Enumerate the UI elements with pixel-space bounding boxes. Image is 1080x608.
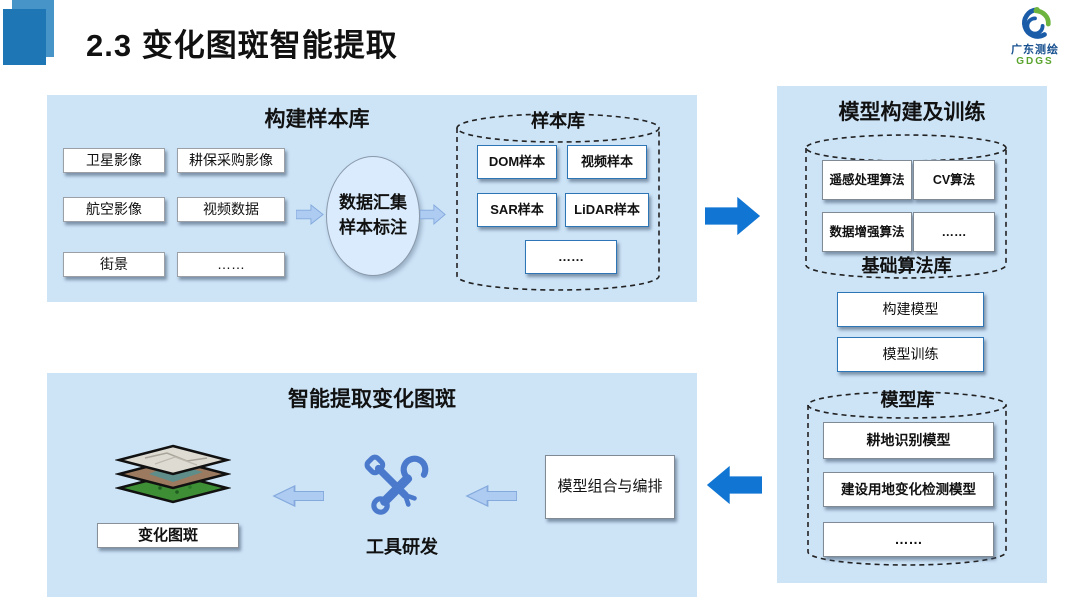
- step-build-model: 构建模型: [837, 292, 984, 327]
- model-library-title: 模型库: [880, 390, 935, 410]
- sample-library-title: 样本库: [531, 111, 585, 131]
- flow-arrow-tool-to-result-icon: [272, 485, 324, 507]
- sample-library-cylinder-icon: [456, 113, 660, 291]
- flow-arrow-compose-to-tool-icon: [465, 485, 517, 507]
- sample-item-sar: SAR样本: [477, 193, 557, 227]
- extract-panel-header: 智能提取变化图斑: [288, 388, 456, 411]
- flow-arrow-collect-to-library-icon: [420, 204, 446, 225]
- source-box-video: 视频数据: [177, 197, 285, 222]
- algo-library-title: 基础算法库: [861, 256, 952, 276]
- big-arrow-right-icon: [705, 196, 761, 236]
- algo-item-cv: CV算法: [913, 160, 995, 200]
- data-collect-ellipse: 数据汇集 样本标注: [326, 156, 420, 276]
- sample-item-video: 视频样本: [567, 145, 647, 179]
- model-panel-header: 模型构建及训练: [838, 101, 986, 124]
- company-logo: 广东测绘 GDGS: [1000, 6, 1070, 67]
- collect-label-line1: 数据汇集: [339, 193, 407, 213]
- algo-item-remote-sensing: 遥感处理算法: [822, 160, 912, 200]
- source-box-aerial: 航空影像: [63, 197, 165, 222]
- sample-panel-header: 构建样本库: [264, 108, 370, 131]
- tools-wrench-screwdriver-icon: [364, 454, 429, 515]
- algo-item-ellipsis: ……: [913, 212, 995, 252]
- logo-abbreviation: GDGS: [1016, 56, 1054, 67]
- result-box-change-patches: 变化图斑: [97, 523, 239, 548]
- page-title: 2.3 变化图斑智能提取: [86, 28, 398, 63]
- collect-label-line2: 样本标注: [339, 218, 407, 237]
- source-box-farmland-imagery: 耕保采购影像: [177, 148, 285, 173]
- flow-arrow-sources-to-collect-icon: [296, 204, 324, 225]
- source-box-streetview: 街景: [63, 252, 165, 277]
- sample-item-lidar: LiDAR样本: [565, 193, 649, 227]
- compose-box: 模型组合与编排: [545, 455, 675, 519]
- extraction-panel: 智能提取变化图斑 变化图斑 工具研: [47, 373, 697, 597]
- algo-item-augmentation: 数据增强算法: [822, 212, 912, 252]
- title-decor-square-front: [3, 9, 46, 65]
- tool-label: 工具研发: [366, 537, 438, 557]
- map-layers-icon: [115, 444, 231, 504]
- model-item-ellipsis: ……: [823, 522, 994, 557]
- logo-company-name: 广东测绘: [1011, 44, 1059, 56]
- source-box-satellite: 卫星影像: [63, 148, 165, 173]
- model-library-cylinder-icon: [807, 391, 1007, 566]
- model-item-construction-change: 建设用地变化检测模型: [823, 472, 994, 507]
- source-box-ellipsis: ……: [177, 252, 285, 277]
- step-train-model: 模型训练: [837, 337, 984, 372]
- model-training-panel: 模型构建及训练 遥感处理算法 CV算法 数据增强算法 …… 基础算法库 构建模型…: [777, 86, 1047, 583]
- gdgs-logo-icon: [1022, 6, 1051, 39]
- model-item-farmland: 耕地识别模型: [823, 422, 994, 459]
- sample-item-ellipsis: ……: [525, 240, 617, 274]
- sample-library-panel: 构建样本库 卫星影像 耕保采购影像 航空影像 视频数据 街景 …… 数据汇集 样…: [47, 95, 697, 302]
- big-arrow-left-icon: [706, 465, 762, 505]
- sample-item-dom: DOM样本: [477, 145, 557, 179]
